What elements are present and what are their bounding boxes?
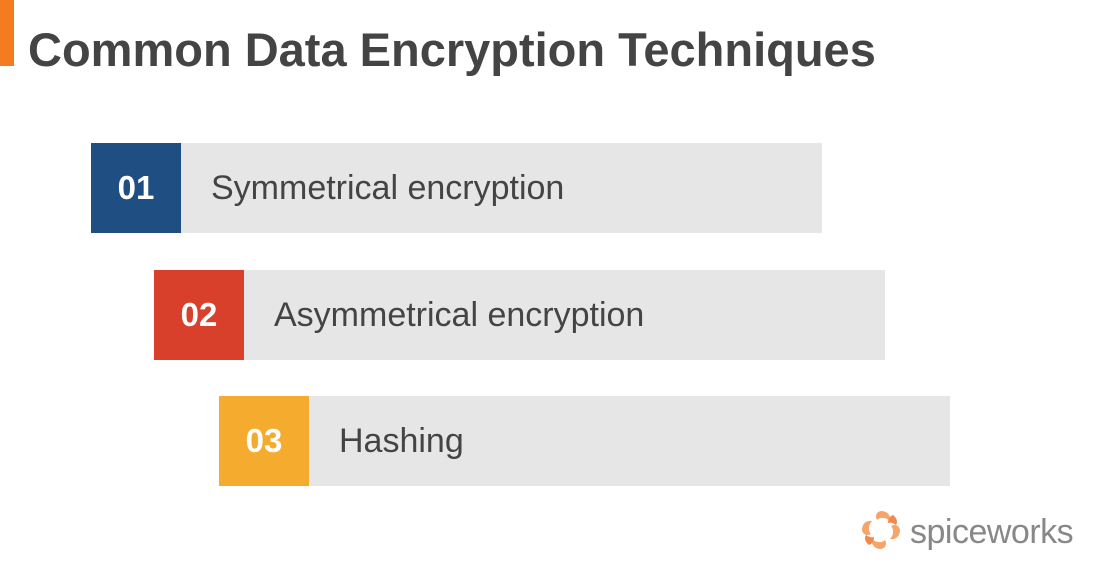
technique-item-2: 02 Asymmetrical encryption <box>154 270 885 360</box>
page-title: Common Data Encryption Techniques <box>28 23 876 76</box>
title-accent-bar <box>0 0 14 66</box>
spiceworks-logo: spiceworks <box>856 505 1074 560</box>
technique-label-3: Hashing <box>309 396 950 486</box>
technique-number-3: 03 <box>219 396 309 486</box>
technique-item-1: 01 Symmetrical encryption <box>91 143 822 233</box>
spiceworks-logo-icon <box>856 505 906 560</box>
technique-label-1: Symmetrical encryption <box>181 143 822 233</box>
technique-label-2: Asymmetrical encryption <box>244 270 885 360</box>
spiceworks-logo-text: spiceworks <box>910 513 1074 551</box>
technique-number-2: 02 <box>154 270 244 360</box>
technique-item-3: 03 Hashing <box>219 396 950 486</box>
technique-number-1: 01 <box>91 143 181 233</box>
